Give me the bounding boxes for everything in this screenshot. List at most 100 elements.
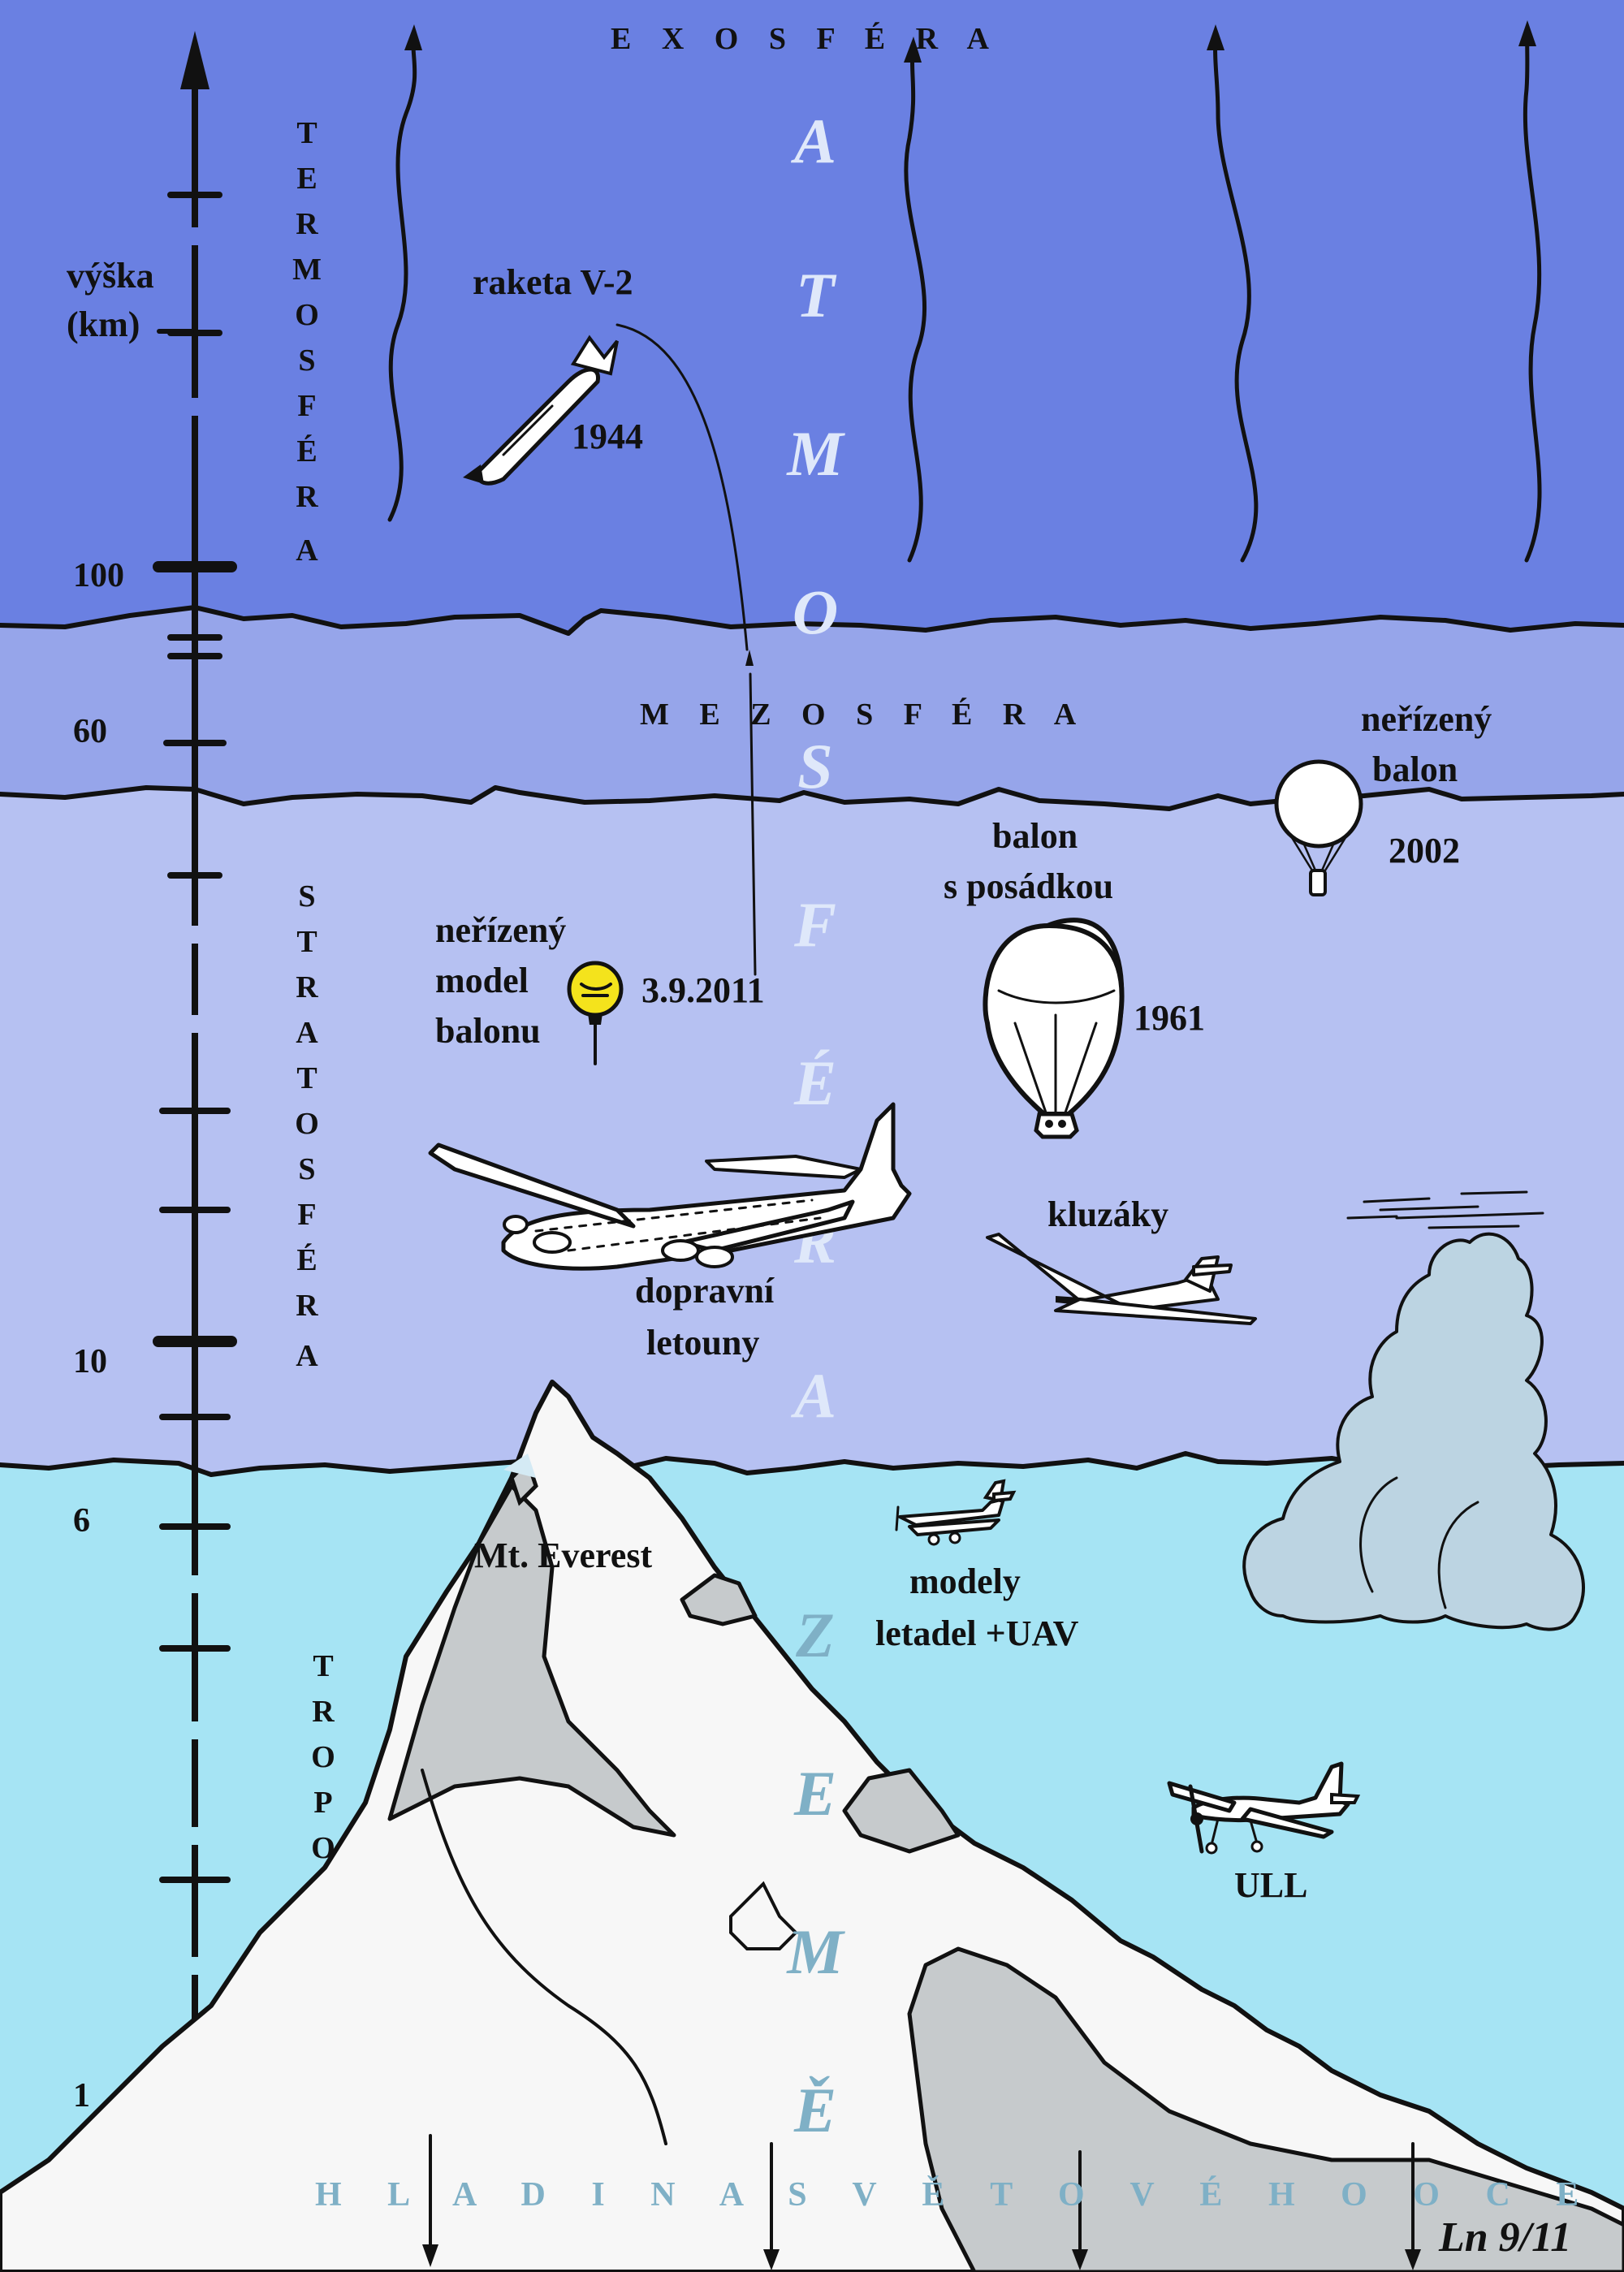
tick-label-6: 6 bbox=[73, 1502, 90, 1540]
svg-text:T: T bbox=[296, 1061, 317, 1095]
svg-text:A: A bbox=[790, 1360, 836, 1431]
cirrus-wisps bbox=[1346, 1190, 1544, 1229]
axis-label-line2: (km) bbox=[67, 305, 140, 344]
svg-text:S: S bbox=[298, 343, 315, 378]
airliner-icon bbox=[428, 1102, 912, 1271]
svg-text:P: P bbox=[313, 1786, 332, 1820]
escape-arrows bbox=[387, 20, 1542, 563]
svg-text:O: O bbox=[295, 298, 319, 332]
svg-text:É: É bbox=[296, 1243, 317, 1277]
svg-text:T: T bbox=[313, 1649, 333, 1683]
svg-text:A: A bbox=[790, 106, 836, 176]
svg-text:É: É bbox=[296, 434, 317, 469]
tick-label-60: 60 bbox=[73, 713, 107, 750]
tick-label-100: 100 bbox=[73, 557, 124, 594]
model-balloon-label-2: model bbox=[435, 961, 529, 1000]
ultralight-plane-icon bbox=[1167, 1761, 1361, 1855]
svg-text:M: M bbox=[785, 1916, 845, 1987]
unmanned-balloon-label-1: neřízený bbox=[1361, 699, 1492, 739]
svg-text:Z: Z bbox=[795, 1600, 835, 1670]
svg-text:S: S bbox=[298, 1152, 315, 1186]
svg-text:R: R bbox=[312, 1695, 335, 1729]
stratosphere-band bbox=[0, 788, 1624, 1478]
svg-text:A: A bbox=[296, 1016, 318, 1050]
axis-label-line1: výška bbox=[67, 256, 154, 296]
stratosphere-label: S T R A T O S F É R A bbox=[295, 879, 319, 1373]
mountain-rock-left bbox=[387, 1484, 676, 1838]
svg-text:T: T bbox=[296, 116, 317, 150]
model-balloon-label-1: neřízený bbox=[435, 910, 566, 950]
mountain-rock-mid bbox=[680, 1573, 758, 1626]
unmanned-balloon-label-2: balon bbox=[1372, 749, 1458, 789]
mountain-ice-patch bbox=[729, 1881, 798, 1950]
mountain-ridge-line bbox=[421, 1769, 667, 2145]
svg-text:F: F bbox=[793, 889, 836, 960]
model-plane-icon bbox=[895, 1479, 1017, 1546]
svg-text:O: O bbox=[311, 1740, 335, 1774]
balloon-icon bbox=[1274, 759, 1363, 896]
svg-text:E: E bbox=[296, 162, 317, 196]
svg-text:F: F bbox=[297, 389, 316, 423]
svg-text:É: É bbox=[793, 1047, 836, 1118]
svg-text:A: A bbox=[296, 1339, 318, 1373]
svg-text:R: R bbox=[296, 1289, 318, 1323]
manned-balloon-year: 1961 bbox=[1134, 998, 1205, 1038]
svg-text:A: A bbox=[296, 533, 318, 568]
mountain-snow-patch bbox=[503, 1453, 536, 1478]
rocket-label: raketa V-2 bbox=[473, 262, 633, 302]
mesosphere-band bbox=[0, 607, 1624, 812]
cloud-icon bbox=[1242, 1232, 1585, 1631]
escape-arrow-1 bbox=[387, 30, 417, 522]
thermo-meso-boundary bbox=[0, 605, 1624, 636]
tick-label-10: 10 bbox=[73, 1343, 107, 1380]
rocket-trajectory bbox=[615, 323, 757, 976]
escape-arrow-4 bbox=[1522, 26, 1542, 563]
svg-text:T: T bbox=[296, 925, 317, 959]
svg-text:F: F bbox=[297, 1198, 316, 1232]
rocket-year: 1944 bbox=[572, 417, 643, 456]
svg-text:S: S bbox=[298, 879, 315, 914]
gliders-label: kluzáky bbox=[1047, 1194, 1168, 1234]
airliners-label-2: letouny bbox=[646, 1323, 759, 1363]
mountain-snow bbox=[0, 1380, 1624, 2272]
svg-text:O: O bbox=[295, 1107, 319, 1141]
mountain-rock-right bbox=[842, 1768, 961, 1854]
manned-balloon-label-1: balon bbox=[992, 816, 1078, 856]
svg-text:Ě: Ě bbox=[793, 2075, 836, 2145]
model-balloon-label-3: balonu bbox=[435, 1011, 541, 1051]
escape-arrow-2 bbox=[904, 42, 926, 563]
altitude-axis: výška (km) 100 60 10 6 1 bbox=[67, 31, 237, 2236]
unmanned-balloon-year: 2002 bbox=[1389, 831, 1460, 870]
mesosphere-label: M E Z O S F É R A bbox=[640, 698, 1087, 732]
tick-label-1: 1 bbox=[73, 2077, 90, 2114]
svg-text:R: R bbox=[296, 480, 318, 514]
mountain-rock-bottom bbox=[907, 1946, 1624, 2272]
airliners-label-1: dopravní bbox=[635, 1271, 775, 1311]
rocket-icon bbox=[463, 335, 619, 486]
sea-level-arrows bbox=[429, 2134, 1415, 2267]
thermosphere-label: T E R M O S F É R A bbox=[292, 116, 322, 568]
ull-label: ULL bbox=[1234, 1865, 1307, 1905]
svg-text:R: R bbox=[296, 970, 318, 1004]
model-balloon-icon bbox=[567, 961, 624, 1065]
model-balloon-date: 3.9.2011 bbox=[641, 970, 765, 1010]
everest-label: Mt. Everest bbox=[474, 1536, 652, 1575]
mountain-icon bbox=[0, 1380, 1624, 2272]
svg-text:T: T bbox=[796, 260, 837, 330]
svg-text:M: M bbox=[785, 418, 845, 489]
svg-text:M: M bbox=[292, 253, 322, 287]
svg-text:E: E bbox=[793, 1758, 836, 1829]
svg-text:S: S bbox=[797, 731, 832, 801]
svg-text:R: R bbox=[296, 207, 318, 241]
models-label-2: letadel +UAV bbox=[875, 1613, 1079, 1653]
glider-icon bbox=[986, 1233, 1257, 1325]
strato-tropo-boundary bbox=[0, 1451, 1624, 1477]
sea-level-arrowheads bbox=[422, 2244, 1421, 2270]
models-label-1: modely bbox=[909, 1561, 1021, 1601]
vertical-title-zeme: Z E M Ě bbox=[785, 1600, 845, 2145]
thermosphere-band bbox=[0, 0, 1624, 633]
escape-arrow-3 bbox=[1213, 30, 1259, 563]
signature: Ln 9/11 bbox=[1438, 2214, 1571, 2261]
svg-text:O: O bbox=[793, 577, 838, 647]
